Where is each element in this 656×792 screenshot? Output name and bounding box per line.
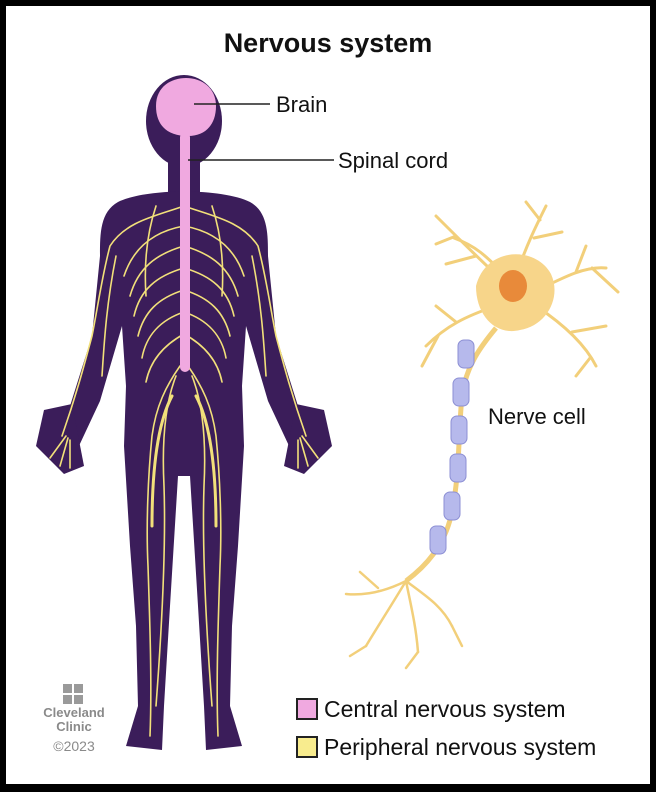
credit-block: Cleveland Clinic ©2023 — [34, 706, 114, 754]
nervous-system-illustration — [6, 6, 650, 784]
legend-label-peripheral: Peripheral nervous system — [324, 734, 596, 761]
cleveland-clinic-logo-icon — [63, 684, 83, 704]
legend-swatch-central — [296, 698, 318, 720]
spinal-cord-label: Spinal cord — [338, 148, 448, 174]
copyright-text: ©2023 — [34, 738, 114, 754]
legend-item-central: Central nervous system — [296, 696, 566, 722]
nerve-cell-label: Nerve cell — [488, 404, 586, 430]
legend-label-central: Central nervous system — [324, 696, 566, 723]
brand-line-1: Cleveland — [34, 706, 114, 720]
legend-item-peripheral: Peripheral nervous system — [296, 734, 596, 760]
nerve-cell-illustration — [346, 202, 618, 668]
legend-swatch-peripheral — [296, 736, 318, 758]
spinal-cord-shape — [180, 132, 190, 372]
brain-label: Brain — [276, 92, 327, 118]
brain-shape — [156, 78, 216, 136]
brand-line-2: Clinic — [34, 720, 114, 734]
diagram-canvas: Nervous system — [6, 6, 650, 784]
